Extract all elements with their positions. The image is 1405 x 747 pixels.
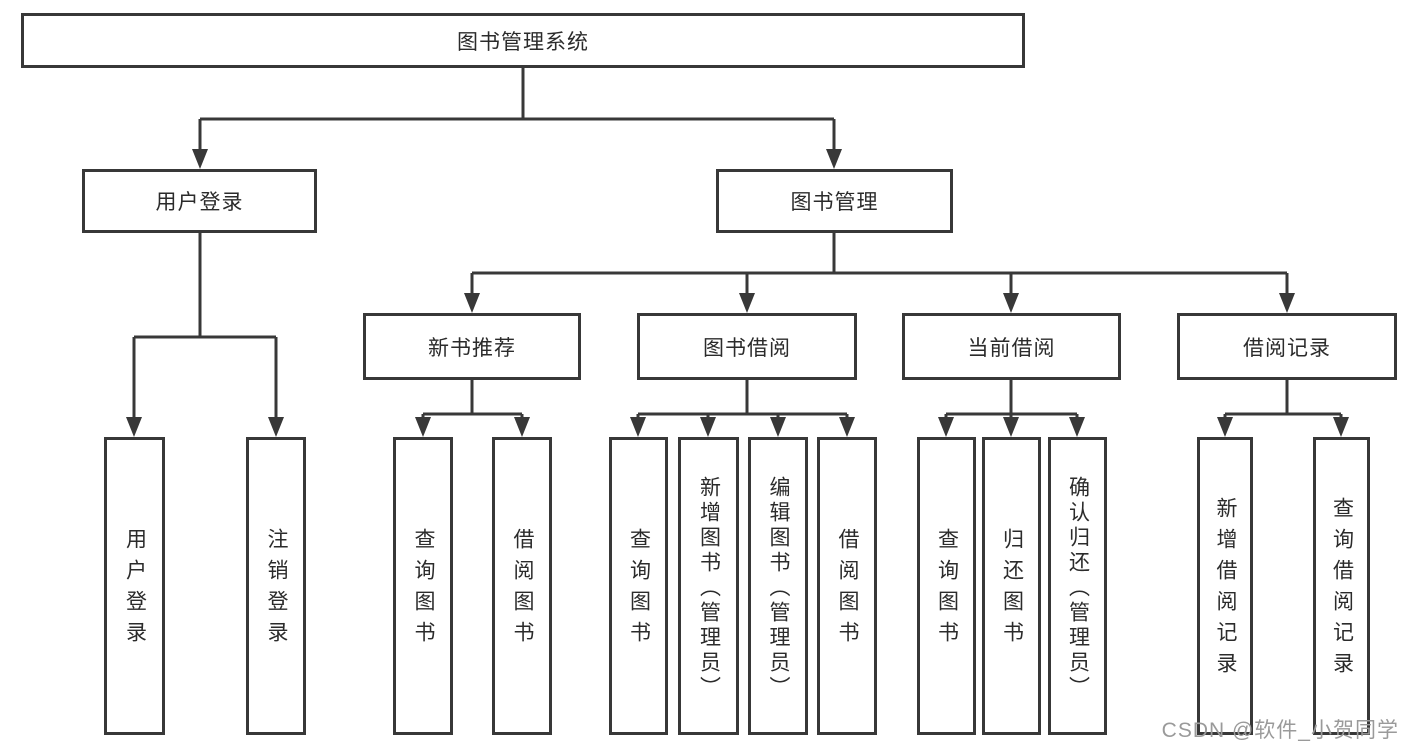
connector-root-to-level2 xyxy=(192,68,842,169)
leaf-query-borrow-record: 查询借阅记录 xyxy=(1313,437,1370,735)
connector-user-login-children xyxy=(126,233,284,437)
connector-book-borrow-children xyxy=(630,380,855,437)
connector-new-book-recommend-children xyxy=(415,380,530,437)
node-current-borrow: 当前借阅 xyxy=(902,313,1121,380)
csdn-watermark: CSDN @软件_小贺同学 xyxy=(1161,719,1399,742)
connector-book-management-children xyxy=(464,233,1295,313)
leaf-borrow-books-recommend: 借阅图书 xyxy=(492,437,552,735)
leaf-return-books: 归还图书 xyxy=(982,437,1041,735)
connector-borrow-records-children xyxy=(1217,380,1349,437)
leaf-edit-books-admin: 编辑图书（管理员） xyxy=(748,437,808,735)
leaf-query-books-current: 查询图书 xyxy=(917,437,976,735)
leaf-query-books-recommend: 查询图书 xyxy=(393,437,453,735)
node-book-borrow: 图书借阅 xyxy=(637,313,857,380)
connector-current-borrow-children xyxy=(938,380,1085,437)
node-new-book-recommend: 新书推荐 xyxy=(363,313,581,380)
node-root-library-system: 图书管理系统 xyxy=(21,13,1025,68)
leaf-query-books-borrow: 查询图书 xyxy=(609,437,668,735)
leaf-logout: 注销登录 xyxy=(246,437,306,735)
node-user-login: 用户登录 xyxy=(82,169,317,233)
leaf-confirm-return-admin: 确认归还（管理员） xyxy=(1048,437,1107,735)
node-book-management: 图书管理 xyxy=(716,169,953,233)
leaf-add-borrow-record: 新增借阅记录 xyxy=(1197,437,1253,735)
leaf-borrow-books: 借阅图书 xyxy=(817,437,877,735)
leaf-user-login: 用户登录 xyxy=(104,437,165,735)
leaf-add-books-admin: 新增图书（管理员） xyxy=(678,437,739,735)
node-borrow-records: 借阅记录 xyxy=(1177,313,1397,380)
